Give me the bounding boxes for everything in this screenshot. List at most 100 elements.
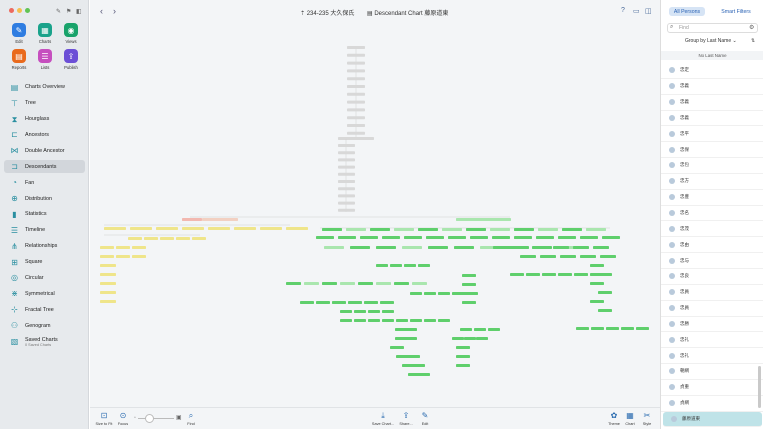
person-box[interactable] bbox=[428, 246, 448, 249]
ancestor-box[interactable] bbox=[338, 201, 355, 205]
person-box[interactable] bbox=[558, 273, 572, 276]
share-button[interactable]: ⇪ Share... bbox=[395, 411, 417, 426]
person-box[interactable] bbox=[426, 236, 444, 239]
person-row[interactable]: 忠勝 bbox=[661, 317, 763, 333]
person-box[interactable] bbox=[116, 246, 130, 249]
person-box[interactable] bbox=[493, 246, 509, 249]
person-box[interactable] bbox=[418, 264, 430, 267]
ancestor-box[interactable] bbox=[347, 53, 365, 57]
person-row[interactable]: 貞重 bbox=[661, 380, 763, 396]
person-box[interactable] bbox=[354, 310, 366, 313]
person-box[interactable] bbox=[462, 283, 476, 286]
person-box[interactable] bbox=[416, 373, 430, 376]
person-box[interactable] bbox=[316, 236, 334, 239]
person-box[interactable] bbox=[488, 328, 500, 331]
person-box[interactable] bbox=[260, 227, 282, 230]
person-box[interactable] bbox=[542, 273, 556, 276]
person-box[interactable] bbox=[424, 292, 436, 295]
back-arrow-icon[interactable]: ‹ bbox=[100, 6, 103, 16]
person-box[interactable] bbox=[456, 364, 470, 367]
bookmark-icon[interactable]: ✎ bbox=[56, 9, 62, 15]
person-box[interactable] bbox=[602, 236, 620, 239]
person-row[interactable]: 忠豊 bbox=[661, 190, 763, 206]
person-box[interactable] bbox=[176, 237, 190, 240]
person-row[interactable]: 忠礼 bbox=[661, 332, 763, 349]
person-box[interactable] bbox=[132, 255, 146, 258]
sidebar-item-fan[interactable]: ◔Fan bbox=[4, 176, 85, 189]
person-box[interactable] bbox=[286, 282, 301, 285]
person-row[interactable]: 忠保 bbox=[661, 142, 763, 159]
views-quick-button[interactable]: ◉Views bbox=[58, 23, 84, 44]
person-box[interactable] bbox=[132, 246, 146, 249]
ancestor-box[interactable] bbox=[338, 194, 355, 198]
zoom-slider-knob[interactable] bbox=[145, 414, 154, 423]
person-row[interactable]: 忠与 bbox=[661, 253, 763, 269]
person-box[interactable] bbox=[358, 282, 373, 285]
zoom-out-icon[interactable]: ▫ bbox=[134, 415, 136, 421]
person-box[interactable] bbox=[460, 328, 472, 331]
person-box[interactable] bbox=[590, 282, 604, 285]
person-box[interactable] bbox=[202, 218, 238, 221]
person-row[interactable]: 忠義 bbox=[661, 95, 763, 111]
ancestor-box[interactable] bbox=[347, 69, 365, 73]
person-row[interactable]: 忠定 bbox=[661, 63, 763, 79]
person-box[interactable] bbox=[476, 337, 488, 340]
person-row[interactable]: 忠名 bbox=[661, 206, 763, 222]
person-row[interactable]: 忠平 bbox=[661, 126, 763, 143]
person-box[interactable] bbox=[116, 255, 130, 258]
person-box[interactable] bbox=[590, 264, 604, 267]
person-box[interactable] bbox=[404, 236, 422, 239]
size-to-fit-button[interactable]: ⊡ Size to Fit bbox=[93, 411, 115, 426]
person-box[interactable] bbox=[396, 319, 408, 322]
sidebar-item-genogram[interactable]: ⚇Genogram bbox=[4, 319, 85, 332]
ancestor-box[interactable] bbox=[338, 144, 355, 147]
person-box[interactable] bbox=[348, 301, 362, 304]
person-box[interactable] bbox=[411, 364, 425, 367]
focus-button[interactable]: ⊙ Focus bbox=[112, 411, 134, 426]
person-row[interactable]: 朝網 bbox=[661, 364, 763, 380]
person-box[interactable] bbox=[452, 292, 464, 295]
sidebar-item-circular[interactable]: ◎Circular bbox=[4, 272, 85, 285]
person-box[interactable] bbox=[438, 292, 450, 295]
person-box[interactable] bbox=[360, 236, 378, 239]
bookmarks-icon[interactable]: ⚑ bbox=[66, 9, 72, 15]
ancestor-box[interactable] bbox=[338, 158, 355, 162]
sidebar-item-timeline[interactable]: ☰Timeline bbox=[4, 224, 85, 237]
ancestor-box[interactable] bbox=[338, 187, 355, 191]
person-box[interactable] bbox=[580, 255, 596, 258]
ancestor-box[interactable] bbox=[347, 124, 365, 127]
person-box[interactable] bbox=[573, 246, 589, 249]
info-icon[interactable]: ◧ bbox=[76, 9, 82, 15]
person-box[interactable] bbox=[636, 327, 649, 330]
group-by-select[interactable]: Group by Last Name ⌄ bbox=[685, 38, 737, 44]
root-person-box[interactable] bbox=[182, 218, 202, 221]
person-box[interactable] bbox=[404, 264, 416, 267]
ancestor-box[interactable] bbox=[347, 100, 365, 104]
person-box[interactable] bbox=[128, 237, 142, 240]
sidebar-item-square[interactable]: ⊞Square bbox=[4, 256, 85, 269]
sidebar-item-ancestors[interactable]: ⊏Ancestors bbox=[4, 129, 85, 142]
person-box[interactable] bbox=[100, 291, 116, 294]
ancestor-box[interactable] bbox=[338, 208, 355, 212]
person-box[interactable] bbox=[553, 246, 569, 249]
smart-filters-tab[interactable]: Smart Filters bbox=[721, 8, 751, 15]
person-box[interactable] bbox=[600, 255, 616, 258]
person-box[interactable] bbox=[462, 274, 476, 277]
person-box[interactable] bbox=[394, 282, 409, 285]
person-box[interactable] bbox=[438, 319, 450, 322]
sidebar-item-tree[interactable]: ⊤Tree bbox=[4, 97, 85, 110]
person-box[interactable] bbox=[380, 301, 394, 304]
person-box[interactable] bbox=[395, 337, 407, 340]
person-box[interactable] bbox=[514, 236, 532, 239]
person-box[interactable] bbox=[376, 282, 391, 285]
person-box[interactable] bbox=[464, 337, 476, 340]
ancestor-box[interactable] bbox=[347, 61, 365, 65]
person-box[interactable] bbox=[586, 228, 606, 231]
person-box[interactable] bbox=[520, 255, 536, 258]
ancestor-box[interactable] bbox=[347, 131, 365, 135]
person-box[interactable] bbox=[526, 273, 540, 276]
person-box[interactable] bbox=[490, 228, 510, 231]
person-box[interactable] bbox=[406, 355, 420, 358]
person-box[interactable] bbox=[324, 246, 344, 249]
person-box[interactable] bbox=[456, 346, 470, 349]
